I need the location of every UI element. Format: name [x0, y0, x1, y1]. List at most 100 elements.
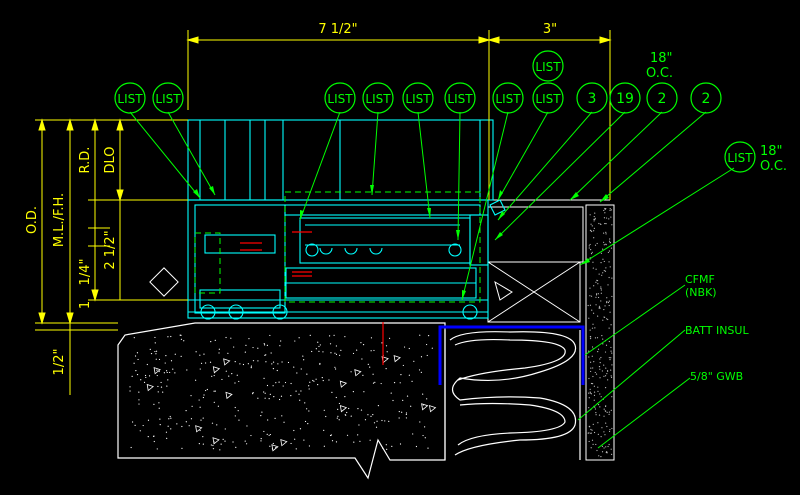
stipple-dot: [183, 340, 185, 342]
callout-bubble-label: LIST: [117, 92, 143, 106]
callout-bubble-label: LIST: [365, 92, 391, 106]
stipple-dot: [298, 393, 300, 395]
stipple-dot: [597, 422, 599, 424]
stipple-dot: [322, 351, 324, 353]
stipple-dot: [362, 374, 364, 376]
callout-bubble-circle: [402, 82, 434, 114]
stipple-dot: [587, 432, 589, 434]
stipple-dot: [346, 411, 348, 414]
stipple-dot: [169, 371, 171, 374]
stipple-dot: [159, 423, 161, 426]
stipple-dot: [166, 437, 168, 439]
stipple-dot: [589, 391, 591, 393]
stipple-dot: [373, 422, 376, 424]
stipple-dot: [230, 337, 232, 339]
stipple-dot: [593, 215, 595, 218]
stipple-dot: [418, 369, 421, 371]
stipple-dot: [609, 359, 611, 361]
stipple-dot: [588, 350, 590, 352]
stipple-dot: [604, 222, 606, 225]
callout-bubble-label: LIST: [535, 92, 561, 106]
stipple-dot: [608, 218, 610, 220]
concrete-aggregate: [339, 380, 348, 388]
stipple-dot: [598, 414, 601, 416]
stipple-dot: [252, 392, 254, 394]
stipple-dot: [372, 382, 375, 384]
stipple-dot: [604, 212, 606, 214]
stipple-dot: [595, 304, 597, 306]
stipple-dot: [593, 285, 595, 287]
stipple-dot: [134, 355, 137, 357]
stipple-dot: [607, 318, 609, 321]
stipple-dot: [133, 362, 135, 364]
stipple-dot: [592, 261, 594, 263]
stipple-dot: [211, 422, 214, 424]
stipple-dot: [611, 224, 613, 226]
stipple-dot: [591, 429, 593, 431]
stipple-dot: [199, 354, 201, 356]
stipple-dot: [610, 346, 612, 349]
stipple-dot: [590, 361, 592, 363]
stipple-dot: [595, 296, 597, 298]
stipple-dot: [406, 395, 409, 397]
stipple-dot: [191, 405, 193, 407]
stipple-dot: [599, 361, 601, 364]
stipple-dot: [608, 357, 610, 359]
stipple-dot: [596, 337, 599, 339]
stipple-dot: [340, 349, 342, 351]
stipple-dot: [138, 391, 140, 393]
stipple-dot: [590, 432, 592, 434]
stipple-dot: [195, 351, 197, 353]
stipple-dot: [300, 390, 302, 392]
label-batt: BATT INSUL: [685, 324, 749, 337]
leader-lines: [129, 111, 735, 449]
stipple-dot: [162, 391, 164, 393]
callout-bubble-label: 2: [658, 91, 667, 107]
stipple-dot: [603, 269, 605, 272]
stipple-dot: [158, 407, 160, 409]
stipple-dot: [367, 414, 369, 416]
stipple-dot: [180, 338, 183, 340]
stipple-dot: [611, 295, 613, 298]
stipple-dot: [605, 367, 607, 369]
stipple-dot: [588, 317, 590, 319]
stipple-dot: [363, 391, 365, 393]
callout-bubble: 19: [609, 82, 641, 114]
stipple-dot: [330, 352, 332, 354]
stipple-dot: [604, 316, 606, 318]
stipple-dot: [307, 423, 309, 425]
stipple-dot: [606, 451, 608, 453]
stipple-dot: [601, 370, 603, 372]
stipple-dot: [609, 242, 611, 244]
stipple-dot: [165, 355, 167, 357]
stipple-dot: [592, 375, 594, 378]
stipple-dot: [344, 414, 346, 416]
stipple-dot: [294, 438, 296, 440]
stipple-dot: [284, 381, 287, 384]
stipple-dot: [203, 394, 205, 396]
stipple-dot: [261, 411, 263, 413]
stipple-dot: [420, 356, 423, 358]
stipple-dot: [155, 350, 158, 352]
stipple-dot: [373, 349, 375, 352]
stipple-dot: [587, 304, 589, 307]
stipple-dot: [604, 386, 607, 389]
stipple-dot: [323, 409, 325, 411]
stipple-dot: [322, 379, 324, 382]
dim-one: 1: [78, 301, 93, 309]
stipple-dot: [606, 425, 608, 428]
dim-dlo: DLO: [103, 146, 118, 173]
stipple-dot: [264, 392, 266, 394]
stipple-dot: [199, 429, 201, 432]
stipple-dot: [336, 417, 338, 419]
stipple-dot: [156, 374, 158, 377]
stipple-dot: [165, 431, 168, 433]
stipple-dot: [295, 448, 297, 450]
stipple-dot: [595, 268, 597, 270]
stipple-dot: [212, 444, 214, 447]
stipple-dot: [590, 382, 593, 385]
dimension-lines: [35, 30, 612, 395]
stipple-dot: [610, 369, 612, 371]
stipple-dot: [592, 312, 595, 314]
stipple-dot: [265, 361, 267, 363]
